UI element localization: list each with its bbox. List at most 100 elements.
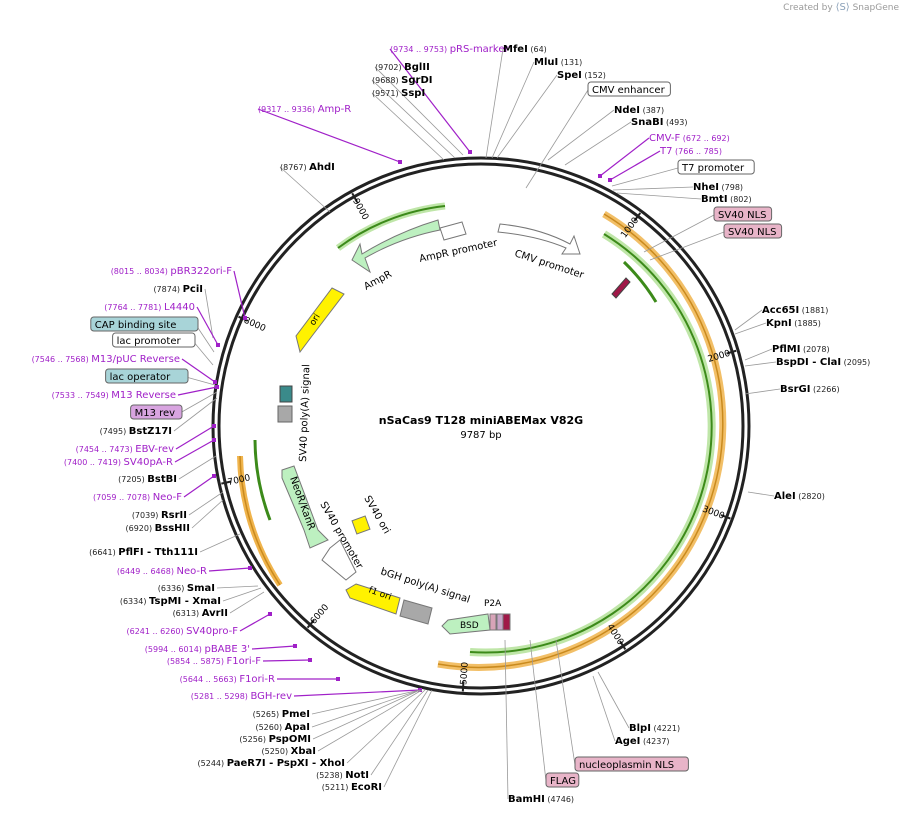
site-label[interactable]: MfeI (64) — [503, 44, 547, 55]
site-label[interactable]: NheI (798) — [693, 182, 743, 193]
label-leader-line — [616, 192, 702, 200]
feature-label-text: SV40 NLS — [718, 210, 767, 221]
site-label[interactable]: nucleoplasmin NLS — [574, 756, 689, 772]
feature-cmv-promoter[interactable] — [497, 223, 581, 255]
site-label[interactable]: (5256) PspOMI — [239, 734, 311, 745]
site-label[interactable]: (9702) BglII — [375, 62, 430, 73]
primer-site-mark — [398, 160, 402, 164]
site-label[interactable]: BamHI (4746) — [508, 794, 574, 805]
label-leader-line — [346, 689, 426, 764]
site-label[interactable]: (7059 .. 7078) Neo-F — [93, 492, 182, 503]
label-leader-line — [491, 61, 535, 159]
enzyme-label: (8767) AhdI — [280, 162, 335, 173]
site-label[interactable]: (5244) PaeR7I - PspXI - XhoI — [198, 758, 345, 769]
ampr-top-arc-core — [337, 205, 446, 249]
site-label[interactable]: (6641) PflFI - Tth111I — [89, 547, 198, 558]
site-label[interactable]: Acc65I (1881) — [762, 305, 828, 316]
feature-neor-kanr[interactable] — [281, 465, 329, 549]
site-label[interactable]: BspDI - ClaI (2095) — [776, 357, 870, 368]
site-label[interactable]: CMV enhancer — [587, 81, 671, 97]
feature-sv40-promoter[interactable] — [321, 539, 357, 581]
site-label[interactable]: (7546 .. 7568) M13/pUC Reverse — [32, 354, 180, 365]
site-label[interactable]: BmtI (802) — [701, 194, 752, 205]
label-leader-line — [383, 689, 433, 788]
site-label[interactable]: (7533 .. 7549) M13 Reverse — [52, 390, 176, 401]
site-label[interactable]: CAP binding site — [90, 316, 199, 332]
site-label[interactable]: (6313) AvrII — [173, 608, 228, 619]
label-leader-line — [529, 639, 547, 782]
site-label[interactable]: (9688) SgrDI — [372, 75, 432, 86]
site-label[interactable]: AgeI (4237) — [615, 736, 670, 747]
primer-label: (7546 .. 7568) M13/pUC Reverse — [32, 354, 180, 365]
site-label[interactable]: (5265) PmeI — [253, 709, 310, 720]
label-leader-line — [525, 89, 589, 189]
site-label[interactable]: SV40 NLS — [713, 206, 773, 222]
site-label[interactable]: (8015 .. 8034) pBR322ori-F — [111, 266, 233, 277]
label-leader-line — [188, 491, 224, 516]
site-label[interactable]: T7 promoter — [677, 159, 755, 175]
feature-ori[interactable] — [295, 287, 345, 354]
tick-label: 7000 — [227, 473, 252, 488]
site-label[interactable]: M13 rev — [130, 404, 183, 420]
feature-bsd[interactable] — [441, 613, 491, 635]
site-label[interactable]: BsrGI (2266) — [780, 384, 840, 395]
site-label[interactable]: (6336) SmaI — [158, 583, 215, 594]
site-label[interactable]: (5211) EcoRI — [322, 782, 382, 793]
site-label[interactable]: (7400 .. 7419) SV40pA-R — [64, 457, 173, 468]
label-leader-line — [744, 348, 773, 361]
enzyme-label: (5238) NotI — [316, 770, 369, 781]
enzyme-label: MfeI (64) — [503, 44, 547, 55]
site-label[interactable]: (7454 .. 7473) EBV-rev — [76, 444, 174, 455]
site-label[interactable]: CMV-F (672 .. 692) — [649, 133, 730, 144]
site-label[interactable]: (5250) XbaI — [262, 746, 317, 757]
site-label[interactable]: (9317 .. 9336) Amp-R — [258, 104, 351, 115]
tick-mark — [619, 640, 627, 650]
site-label[interactable]: (8767) AhdI — [280, 162, 335, 173]
site-label[interactable]: (6920) BssHII — [126, 523, 191, 534]
label-leader-line — [174, 439, 215, 463]
site-label[interactable]: (7495) BstZ17I — [100, 426, 172, 437]
enzyme-label: (5211) EcoRI — [322, 782, 382, 793]
site-label[interactable]: SpeI (152) — [557, 70, 606, 81]
feature-ampr[interactable] — [351, 219, 441, 274]
site-label[interactable]: AleI (2820) — [774, 491, 825, 502]
site-label[interactable]: (5260) ApaI — [255, 722, 310, 733]
site-label[interactable]: T7 (766 .. 785) — [659, 146, 722, 157]
site-label[interactable]: (7039) RsrII — [132, 510, 187, 521]
feature-label-box — [574, 756, 689, 772]
enzyme-label: (7874) PciI — [153, 284, 203, 295]
site-label[interactable]: NdeI (387) — [614, 105, 664, 116]
site-label[interactable]: SnaBI (493) — [631, 117, 687, 128]
site-label[interactable]: (7874) PciI — [153, 284, 203, 295]
site-label[interactable]: (5854 .. 5875) F1ori-F — [167, 656, 261, 667]
site-label[interactable]: SV40 NLS — [723, 223, 783, 239]
site-label[interactable]: lac operator — [105, 368, 189, 384]
label-leader-line — [564, 121, 632, 166]
site-label[interactable]: (5281 .. 5298) BGH-rev — [191, 691, 292, 702]
enzyme-label: (5260) ApaI — [255, 722, 310, 733]
label-leader-line — [279, 166, 331, 213]
feature-label-text: lac operator — [110, 372, 171, 383]
label-leader-line — [199, 533, 241, 553]
tick-mark — [351, 192, 358, 203]
site-label[interactable]: (6241 .. 6260) SV40pro-F — [126, 626, 238, 637]
feature-ampr-promoter[interactable] — [439, 221, 467, 241]
site-label[interactable]: PflMI (2078) — [772, 344, 830, 355]
tick-mark — [461, 681, 465, 692]
site-label[interactable]: (7764 .. 7781) L4440 — [104, 302, 195, 313]
site-label[interactable]: (6334) TspMI - XmaI — [120, 596, 221, 607]
site-label[interactable]: BlpI (4221) — [629, 723, 680, 734]
site-label[interactable]: (7205) BstBI — [118, 474, 177, 485]
site-label[interactable]: MluI (131) — [534, 57, 582, 68]
site-label[interactable]: (9734 .. 9753) pRS-marker — [390, 44, 510, 55]
site-label[interactable]: (5238) NotI — [316, 770, 369, 781]
site-label[interactable]: (9571) SspI — [372, 88, 425, 99]
site-label[interactable]: (5644 .. 5663) F1ori-R — [180, 674, 275, 685]
site-label[interactable]: FLAG — [545, 772, 580, 788]
site-label[interactable]: (5994 .. 6014) pBABE 3' — [145, 644, 250, 655]
site-label[interactable]: KpnI (1885) — [766, 318, 821, 329]
site-label[interactable]: (6449 .. 6468) Neo-R — [117, 566, 207, 577]
label-leader-line — [734, 309, 763, 331]
feature-f1-ori[interactable] — [345, 583, 401, 615]
site-label[interactable]: lac promoter — [112, 332, 196, 348]
